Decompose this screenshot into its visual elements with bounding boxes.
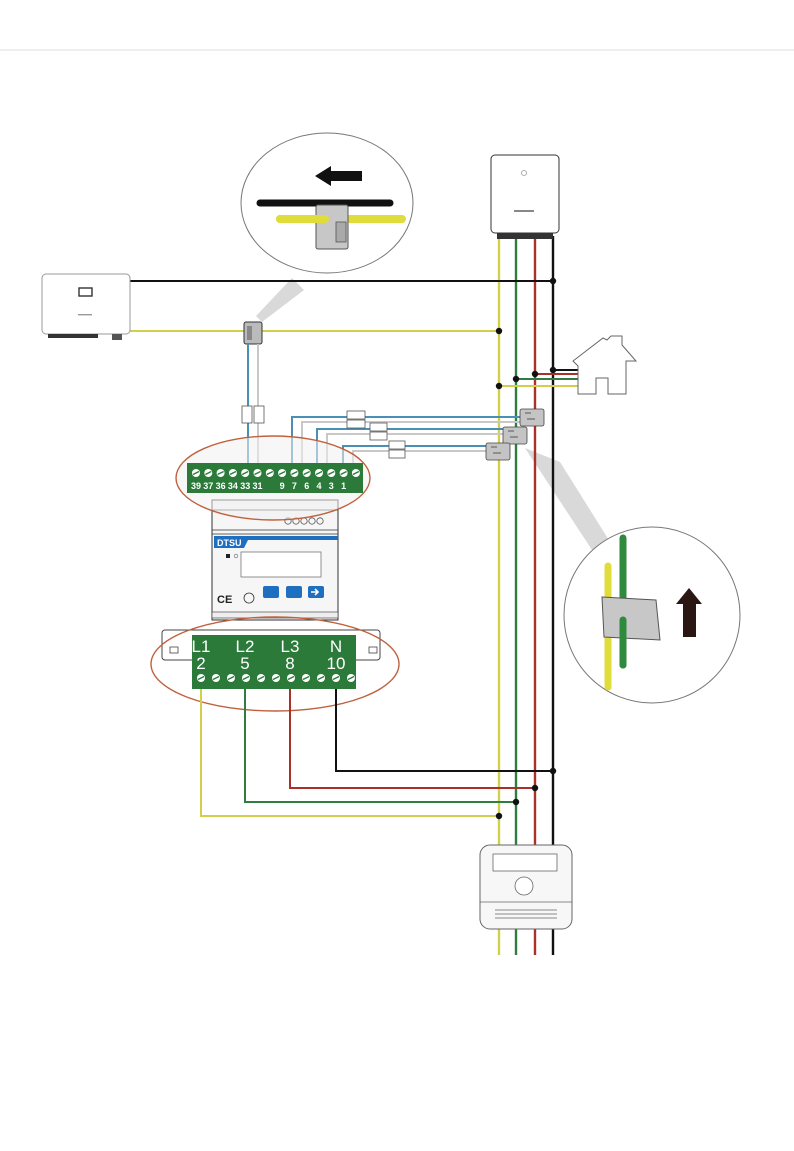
- terminal-screw: [287, 674, 295, 682]
- terminal-screw: [212, 674, 220, 682]
- terminal-screw: [327, 469, 335, 477]
- terminal-number: 5: [240, 654, 249, 673]
- terminal-screw: [217, 469, 225, 477]
- terminal-number: 8: [285, 654, 294, 673]
- grid-meter: [480, 845, 572, 929]
- dtsu-lcd: [241, 552, 321, 577]
- terminal-screw: [317, 674, 325, 682]
- terminal-screw: [315, 469, 323, 477]
- ferrule: [389, 450, 405, 458]
- junction-dot: [532, 371, 538, 377]
- terminal-screw: [352, 469, 360, 477]
- terminal-screw: [229, 469, 237, 477]
- ferrule: [389, 441, 405, 449]
- ferrule: [370, 432, 387, 440]
- ct-clamp-l1: [486, 443, 510, 460]
- junction-dot: [550, 278, 556, 284]
- meter-dial: [515, 877, 533, 895]
- terminal-label: 36: [216, 481, 226, 491]
- terminal-screw: [227, 674, 235, 682]
- terminal-label: 39: [191, 481, 201, 491]
- terminal-screw: [332, 674, 340, 682]
- junction-dot: [513, 376, 519, 382]
- brand-logo: [514, 210, 534, 212]
- terminal-label: 31: [252, 481, 262, 491]
- terminal-screw: [272, 674, 280, 682]
- ferrule: [242, 406, 252, 423]
- junction-dot: [496, 383, 502, 389]
- terminal-number: 10: [327, 654, 346, 673]
- ce-mark: CE: [217, 594, 232, 606]
- brand-logo: [78, 314, 92, 315]
- terminal-label: 9: [280, 481, 285, 491]
- left-inverter: [42, 274, 130, 340]
- terminal-number: 2: [196, 654, 205, 673]
- house-icon: [573, 336, 636, 394]
- terminal-screw: [192, 469, 200, 477]
- terminal-screw: [254, 469, 262, 477]
- terminal-screw: [278, 469, 286, 477]
- top-inverter: [491, 155, 559, 239]
- terminal-screw: [266, 469, 274, 477]
- terminal-label: 3: [329, 481, 334, 491]
- ferrule: [254, 406, 264, 423]
- terminal-label: 7: [292, 481, 297, 491]
- terminal-label: 6: [304, 481, 309, 491]
- connector-strip: [497, 233, 553, 239]
- terminal-screw: [204, 469, 212, 477]
- dtsu-button[interactable]: [286, 586, 302, 598]
- connector: [112, 334, 122, 340]
- terminal-screw: [302, 674, 310, 682]
- terminal-screw: [257, 674, 265, 682]
- ferrule: [370, 423, 387, 431]
- connector-strip: [48, 334, 98, 338]
- pointer-arrow-left-ct: [256, 278, 304, 322]
- terminal-screw: [290, 469, 298, 477]
- terminal-label: 37: [203, 481, 213, 491]
- meter-display: [493, 854, 557, 871]
- dtsu-model-label: DTSU: [217, 538, 242, 548]
- ferrule: [347, 420, 365, 428]
- ct-clamp-l3: [520, 409, 544, 426]
- dtsu-button[interactable]: [263, 586, 279, 598]
- ferrule: [347, 411, 365, 419]
- terminal-screw: [241, 469, 249, 477]
- terminal-screw: [347, 674, 355, 682]
- terminal-screw: [197, 674, 205, 682]
- junction-dot: [550, 367, 556, 373]
- ct-clamp-left: [244, 322, 262, 344]
- terminal-screw: [340, 469, 348, 477]
- ct-clamp-l2: [503, 427, 527, 444]
- ct-clamp: [602, 597, 660, 640]
- dtsu-voltage-lines: [201, 689, 556, 819]
- ct-zoom-right: [564, 527, 740, 703]
- pointer-arrow-right-ct: [525, 448, 612, 556]
- terminal-label: 1: [341, 481, 346, 491]
- pulse-led: [226, 554, 230, 558]
- terminal-label: 4: [316, 481, 321, 491]
- terminal-screw: [303, 469, 311, 477]
- junction-dot: [496, 328, 502, 334]
- terminal-label: 33: [240, 481, 250, 491]
- ct-zoom-left: [241, 133, 413, 273]
- terminal-screw: [242, 674, 250, 682]
- terminal-label: 34: [228, 481, 238, 491]
